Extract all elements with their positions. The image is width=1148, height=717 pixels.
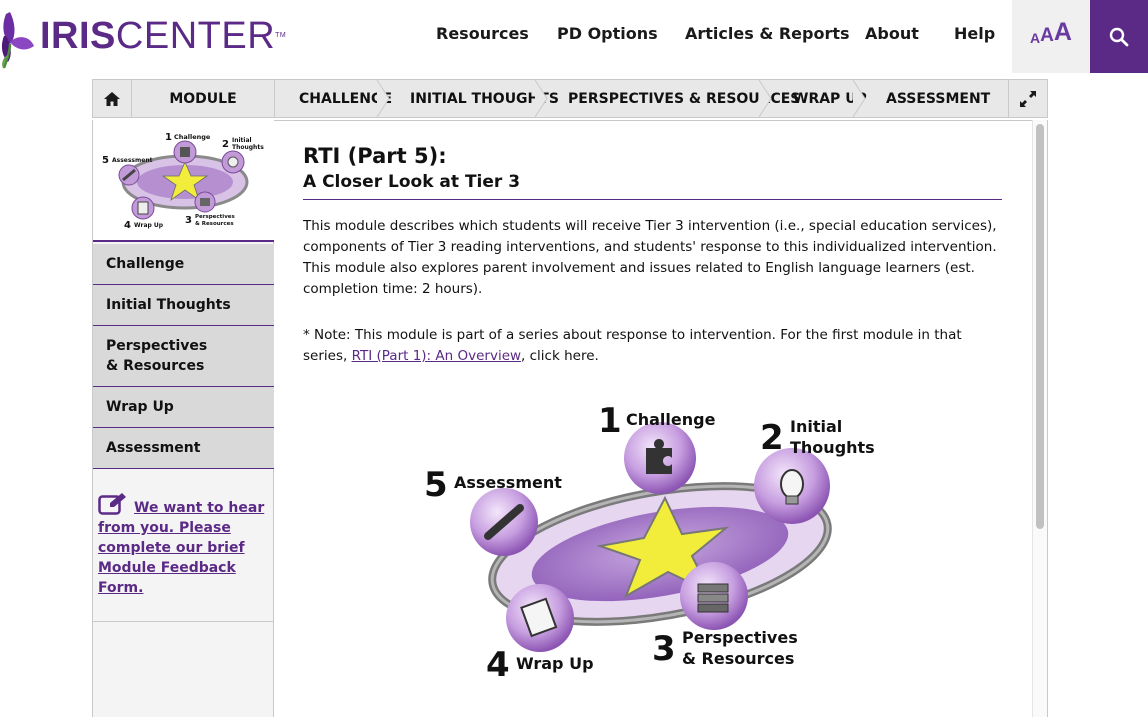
diagram-number-2: 2 bbox=[760, 418, 784, 458]
font-size-medium-glyph: A bbox=[1040, 25, 1054, 46]
diagram-label-challenge: Challenge bbox=[626, 410, 716, 429]
logo-trademark: TM bbox=[275, 32, 287, 39]
series-note: * Note: This module is part of a series … bbox=[303, 325, 1008, 367]
diagram-number-1: 1 bbox=[598, 401, 622, 441]
module-cycle-diagram: 1 Challenge 2 Initial Thoughts 5 Assessm… bbox=[420, 396, 890, 686]
search-icon bbox=[1109, 27, 1129, 46]
nav-help[interactable]: Help bbox=[954, 24, 996, 43]
page-subtitle: A Closer Look at Tier 3 bbox=[303, 172, 521, 192]
diagram-number-5: 5 bbox=[424, 465, 448, 505]
module-cycle-graphic: 1 Challenge 2 Initial Thoughts 5 Assessm… bbox=[424, 401, 875, 685]
diagram-label-initial: Initial bbox=[790, 417, 842, 436]
thumb-label-challenge: Challenge bbox=[174, 133, 211, 141]
thumb-number-2: 2 bbox=[222, 139, 229, 150]
expand-icon bbox=[1020, 90, 1036, 107]
step-assessment-label: ASSESSMENT bbox=[886, 90, 991, 107]
step-perspectives-resources-label: PERSPECTIVES & RESOURCES bbox=[568, 90, 801, 107]
nav-about[interactable]: About bbox=[865, 24, 919, 43]
thumb-label-initial: Initial bbox=[232, 137, 252, 144]
chevron-right-icon bbox=[376, 80, 390, 117]
iris-flower-icon bbox=[1, 12, 34, 69]
font-size-small-glyph: A bbox=[1030, 30, 1041, 46]
step-assessment[interactable]: ASSESSMENT bbox=[866, 80, 1006, 117]
home-button[interactable] bbox=[93, 80, 132, 117]
expand-button[interactable] bbox=[1008, 80, 1047, 117]
step-initial-thoughts-label: INITIAL THOUGHTS bbox=[410, 90, 559, 107]
thumb-label-thoughts: Thoughts bbox=[232, 144, 264, 151]
thumb-label-wrap-up: Wrap Up bbox=[134, 222, 164, 229]
nav-resources[interactable]: Resources bbox=[436, 24, 529, 43]
note-suffix: , click here. bbox=[521, 348, 599, 364]
feedback-form-link[interactable]: We want to hear from you. Please complet… bbox=[98, 500, 265, 596]
diagram-label-resources: & Resources bbox=[682, 649, 794, 668]
logo-word-iris: IRIS bbox=[40, 15, 116, 57]
step-initial-thoughts[interactable]: INITIAL THOUGHTS bbox=[390, 80, 559, 117]
sidebar-divider bbox=[93, 621, 274, 622]
module-cycle-thumbnail-graphic: 1 Challenge 2 Initial Thoughts 5 Assessm… bbox=[102, 132, 264, 231]
step-wrap-up-label: WRAP UP bbox=[793, 90, 867, 107]
module-sidebar: 1 Challenge 2 Initial Thoughts 5 Assessm… bbox=[92, 120, 274, 717]
diagram-label-assessment: Assessment bbox=[454, 473, 562, 492]
content-scrollbar-thumb[interactable] bbox=[1036, 124, 1044, 529]
chevron-right-icon bbox=[758, 80, 772, 117]
module-nav-bar: MODULE CHALLENGE INITIAL THOUGHTS PERSPE… bbox=[92, 79, 1048, 118]
page-title: RTI (Part 5): bbox=[303, 144, 447, 168]
thumb-label-assessment: Assessment bbox=[112, 157, 153, 164]
diagram-label-wrap-up: Wrap Up bbox=[516, 654, 594, 673]
note-text: * Note: This module is part of a series … bbox=[303, 327, 962, 364]
diagram-number-3: 3 bbox=[652, 629, 676, 669]
chevron-right-icon bbox=[852, 80, 866, 117]
module-description: This module describes which students wil… bbox=[303, 218, 997, 297]
sidebar-item-initial-thoughts[interactable]: Initial Thoughts bbox=[93, 285, 274, 326]
nav-pd-options[interactable]: PD Options bbox=[557, 24, 658, 43]
thumb-number-4: 4 bbox=[124, 220, 131, 231]
site-header: IRISCENTERTM Resources PD Options Articl… bbox=[0, 0, 1148, 73]
diagram-label-thoughts: Thoughts bbox=[790, 438, 875, 457]
home-icon bbox=[104, 91, 120, 106]
step-challenge-label: CHALLENGE bbox=[299, 90, 393, 107]
feedback-block: We want to hear from you. Please complet… bbox=[98, 492, 268, 598]
sidebar-item-assessment[interactable]: Assessment bbox=[93, 428, 274, 469]
thumb-number-3: 3 bbox=[185, 215, 192, 226]
step-wrap-up[interactable]: WRAP UP bbox=[772, 80, 867, 117]
title-rule bbox=[303, 199, 1002, 200]
thumb-number-5: 5 bbox=[102, 155, 109, 166]
search-button[interactable] bbox=[1090, 0, 1148, 73]
diagram-label-perspectives: Perspectives bbox=[682, 628, 798, 647]
rti-part1-link[interactable]: RTI (Part 1): An Overview bbox=[351, 348, 522, 364]
thumb-number-1: 1 bbox=[165, 132, 172, 143]
step-challenge[interactable]: CHALLENGE bbox=[275, 80, 393, 117]
edit-icon bbox=[98, 493, 126, 515]
diagram-number-4: 4 bbox=[486, 645, 510, 685]
nav-articles-reports[interactable]: Articles & Reports bbox=[685, 24, 850, 43]
thumb-label-resources: & Resources bbox=[195, 221, 234, 227]
chevron-right-icon bbox=[534, 80, 548, 117]
thumb-label-perspectives: Perspectives bbox=[195, 214, 236, 220]
font-size-large-glyph: A bbox=[1053, 18, 1072, 46]
step-perspectives-resources[interactable]: PERSPECTIVES & RESOURCES bbox=[548, 80, 800, 117]
sidebar-item-wrap-up[interactable]: Wrap Up bbox=[93, 387, 274, 428]
sidebar-item-challenge[interactable]: Challenge bbox=[93, 244, 274, 285]
module-tab[interactable]: MODULE bbox=[132, 80, 275, 117]
sidebar-item-perspectives-resources[interactable]: Perspectives & Resources bbox=[93, 326, 274, 387]
module-cycle-thumbnail: 1 Challenge 2 Initial Thoughts 5 Assessm… bbox=[93, 120, 274, 242]
logo-word-center: CENTER bbox=[115, 15, 276, 57]
